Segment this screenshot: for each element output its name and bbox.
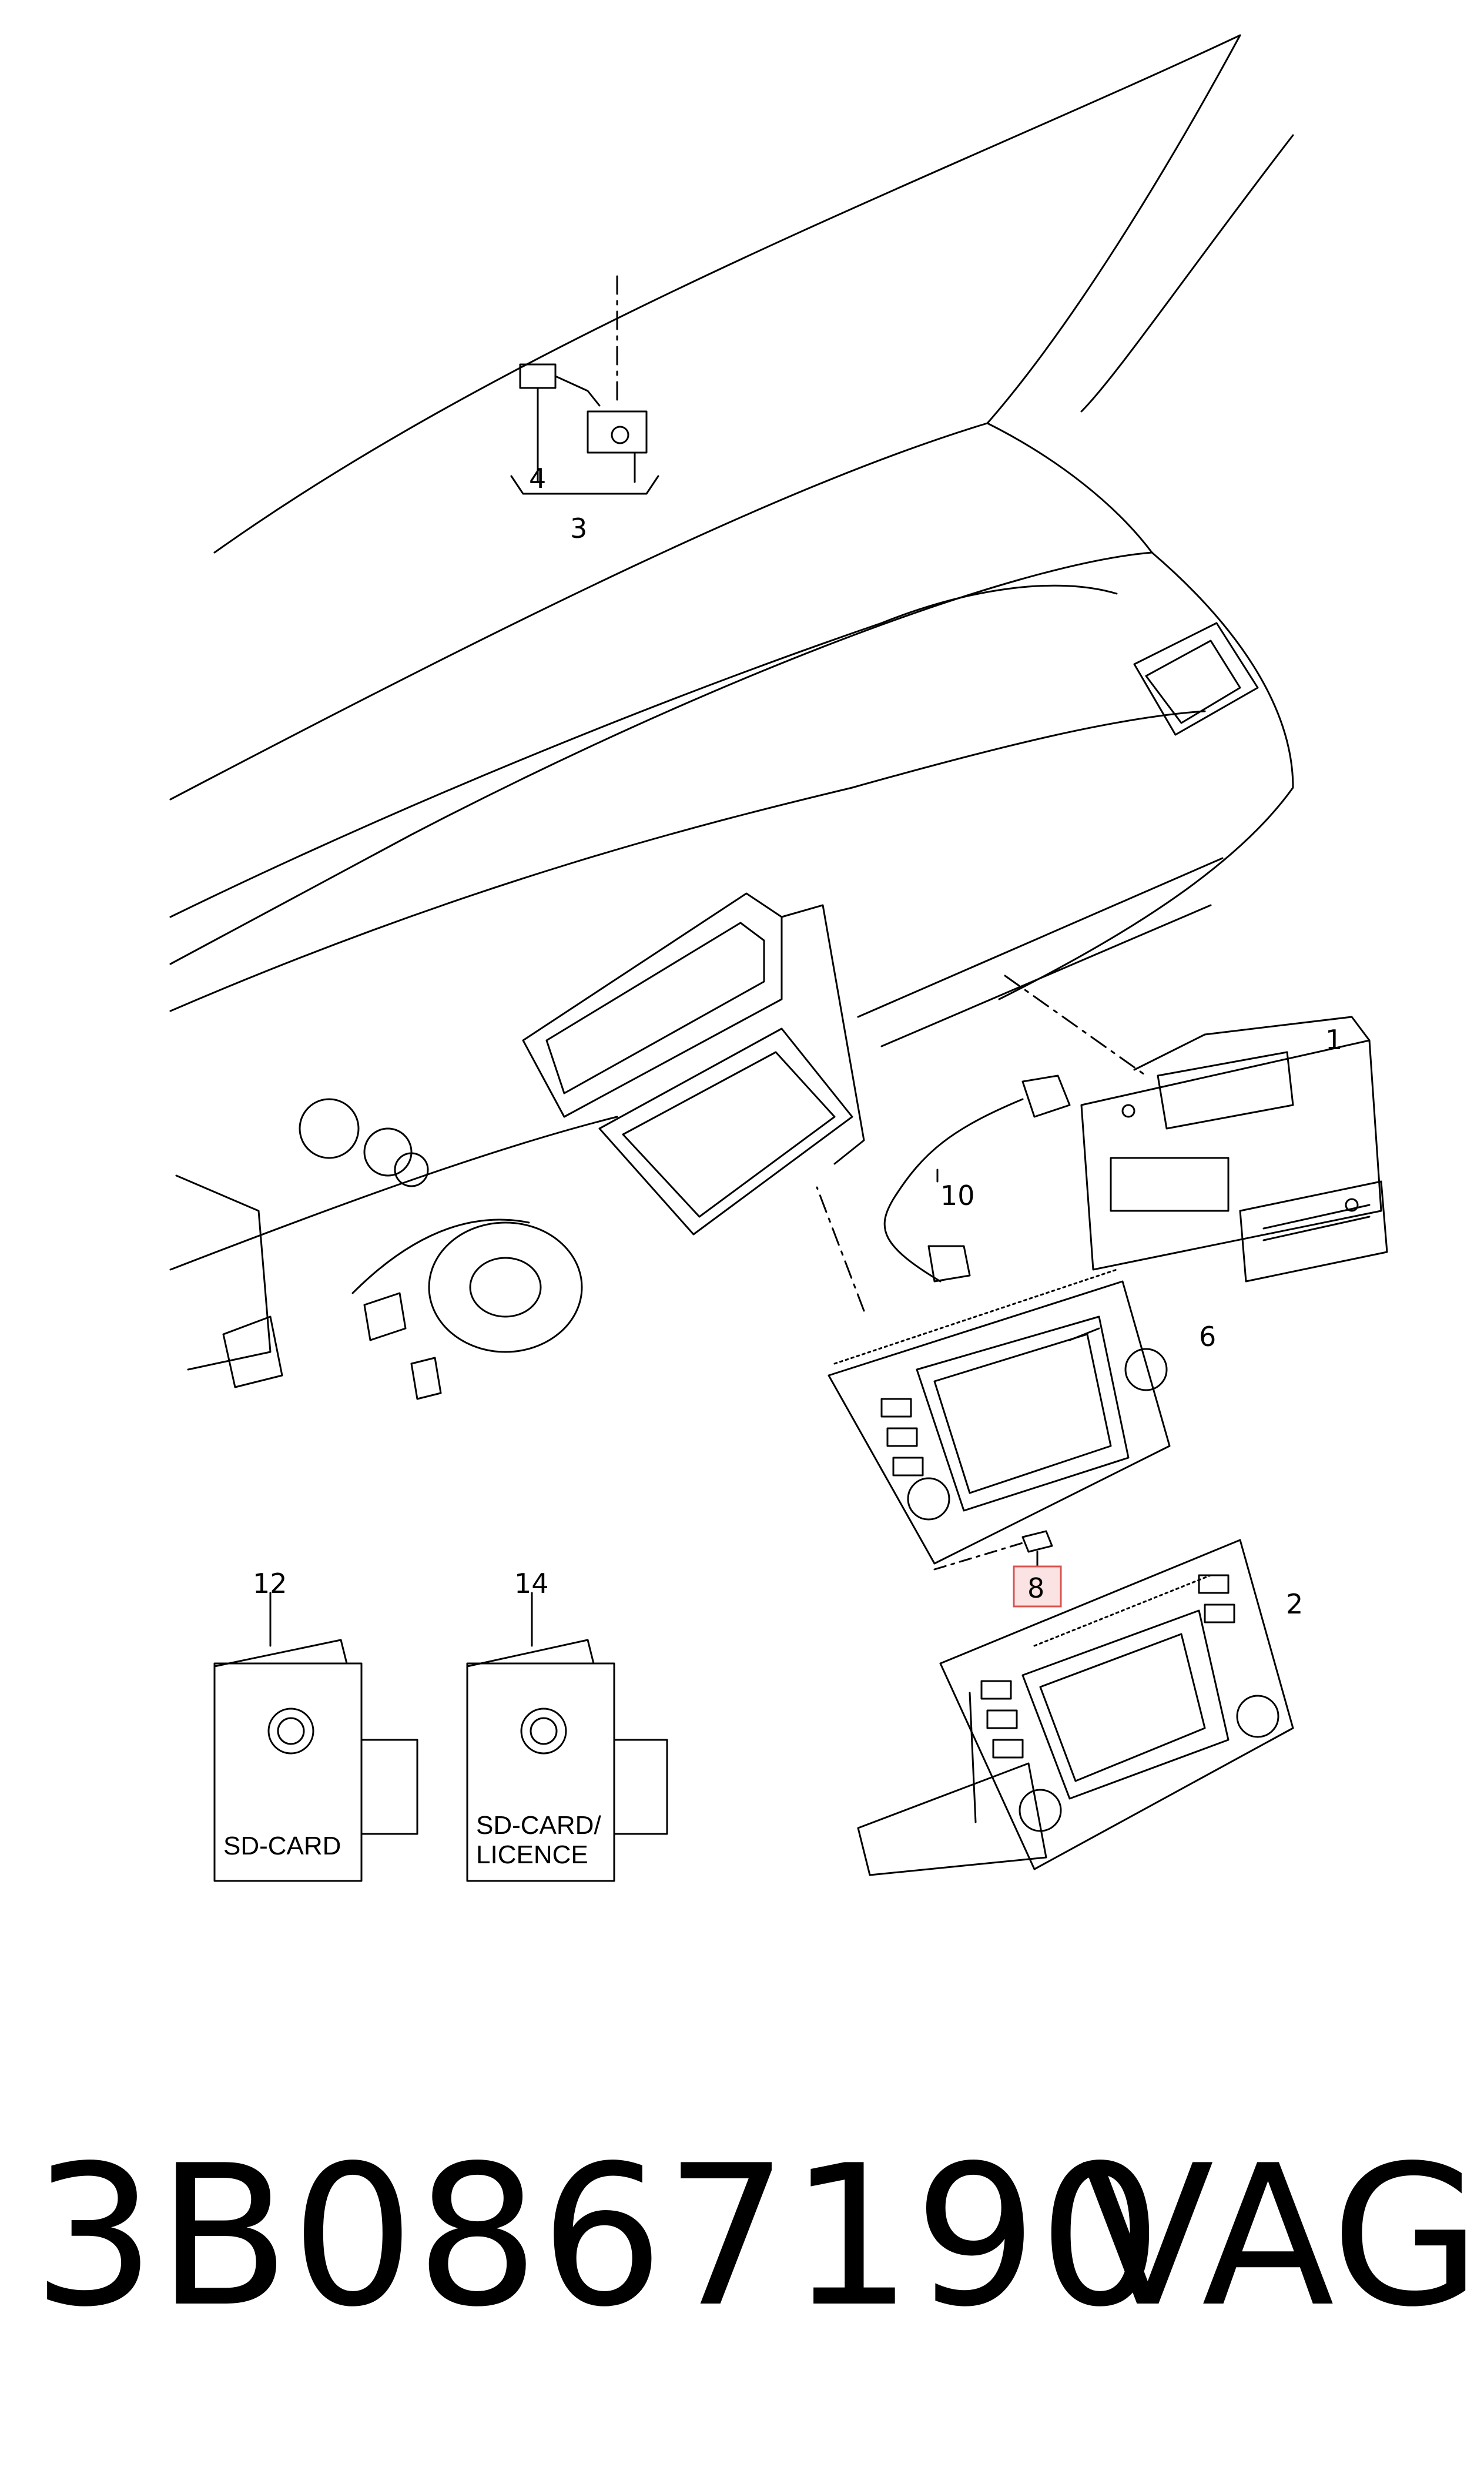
callout-10: 10 [940,1180,975,1211]
highlight-box [1013,1565,1062,1608]
antenna-cable-drawing [883,1074,1071,1283]
callout-12: 12 [253,1568,287,1599]
part-number: 3B0867190 [32,2124,1164,2349]
radio-chassis-drawing [1080,1016,1388,1283]
booklet-sd-card [213,1592,418,1882]
radio-unit-drawing [857,1539,1294,1876]
callout-1: 1 [1325,1024,1342,1056]
callout-4: 4 [529,463,546,494]
sd-card-label: SD-CARD [223,1832,341,1860]
brand-name: VAG [1081,2124,1482,2349]
display-unit-drawing [828,1268,1171,1565]
callout-2: 2 [1286,1588,1303,1620]
dashboard-outline [169,34,1294,1400]
callout-8: 8 [1027,1572,1044,1604]
sd-card-licence-label-line1: SD-CARD/ [476,1811,601,1840]
callout-6: 6 [1199,1321,1216,1353]
booklet-sd-card-licence [466,1592,668,1882]
callout-14: 14 [514,1568,549,1599]
connector-group [510,275,659,495]
sd-card-licence-label-line2: LICENCE [476,1840,588,1869]
callout-3: 3 [570,513,587,544]
